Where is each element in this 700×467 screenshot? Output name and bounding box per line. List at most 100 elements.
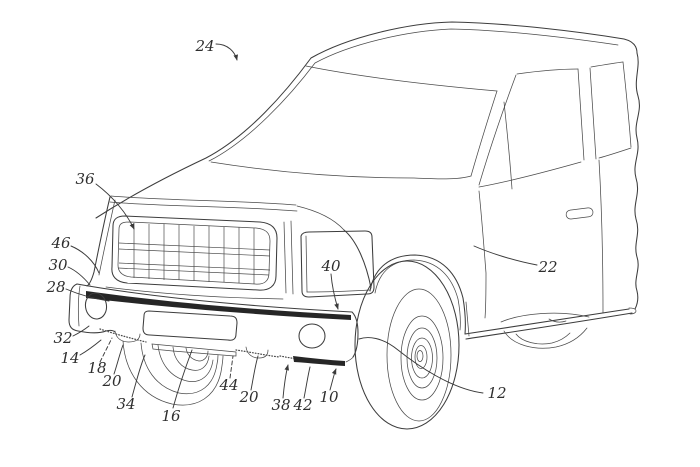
hood-to-headlight-edge [296,205,345,231]
ref-label-30: 30 [48,256,68,274]
grille-side-trim-1 [283,221,287,294]
headlight-outline [300,230,375,298]
grille-vertical-bars [133,223,255,284]
ref-label-18: 18 [87,359,106,377]
ref-label-32: 32 [53,329,72,347]
vent-window-divider [503,101,513,190]
ref-label-16: 16 [161,407,181,425]
ref-label-38: 38 [271,396,290,414]
grille-side-trim-2 [290,220,294,295]
stipple-mid [235,349,280,358]
bumper-lower-edge-left [77,329,116,334]
leader-24 [215,43,239,61]
bumper-trim-strip [86,291,351,320]
grille-outer-frame [111,215,278,291]
cowl-hood-rear-edge [210,161,472,180]
ref-label-42: 42 [292,396,312,414]
ref-label-36: 36 [75,170,95,188]
rocker-lower-line [465,312,633,340]
windshield-glass-top-edge [305,65,498,92]
leader-22 [473,245,538,266]
front-corner-crease [98,199,116,276]
cab-silhouette [95,21,640,310]
front-fender-and-wheel [343,229,470,430]
leader-42 [303,366,311,399]
ref-label-12: 12 [487,384,506,402]
leader-34 [131,354,146,398]
front-hub-center [416,350,424,362]
reference-numerals: 24 36 46 30 28 32 14 18 20 34 16 44 20 3… [45,37,557,425]
door-handle [565,207,594,220]
door-front-cutline [478,190,487,319]
front-rim-ring-1 [406,327,438,389]
far-side-wheel-arcs [122,340,224,406]
flap-right [245,346,269,359]
grille-horizontal-bands [117,242,271,276]
front-rim-ring-2 [411,337,433,379]
ref-label-14: 14 [60,349,79,367]
ref-label-20-right: 20 [238,388,259,406]
leader-38 [282,364,290,399]
door-rear-cutline [598,159,604,314]
b-pillar-front-line [577,68,585,161]
wheel-arch-inner [374,259,461,331]
rocker-and-rear-wheel [464,307,637,349]
far-apillar-inner [470,90,498,177]
quarter-window-rear-edge [622,61,632,148]
bed-break-wavy-edge [634,52,640,310]
bumper-right-end-cap [351,311,359,358]
hood-front [86,195,345,287]
bumper-top-edge [76,283,353,313]
apillar-inner-line [208,28,619,162]
ref-label-44: 44 [218,376,238,394]
cab-side [478,61,632,319]
air-dam-dark-strip [293,356,345,366]
front-tire-face [386,288,452,422]
roof-side-rail-rear [590,61,624,68]
bumper-lower-edge-right [345,355,355,363]
rocker-end-cap [628,307,637,315]
windshield [210,65,517,186]
leader-40 [330,273,339,310]
hood-front-edge-upper [110,195,297,206]
grille-bezel-bottom [105,286,284,300]
beltline-rear [598,147,632,159]
right-fog-lamp [298,323,326,349]
flap-left [114,330,141,343]
stipple-left [99,328,147,343]
hood-apillar-roof-outline [95,21,638,219]
leader-10 [329,368,337,391]
bumper-left-end-cap [68,283,79,332]
ref-label-28: 28 [45,278,65,296]
left-fog-lamp [84,292,108,320]
license-plate-recess [142,310,238,341]
beltline-front [478,161,582,188]
front-bumper [68,283,359,406]
grille [105,215,294,300]
ref-label-40: 40 [320,257,341,275]
wheel-arch-outer [369,254,466,335]
ref-label-22: 22 [537,258,557,276]
b-pillar-rear-line [589,67,597,160]
bumper-left-end-inner [77,285,81,327]
headlight [300,230,375,298]
leader-46 [70,245,100,274]
front-hub [414,345,428,369]
air-dam [99,328,345,366]
leader-30 [67,266,91,286]
far-apillar-outer [478,74,517,186]
leader-18 [99,337,113,363]
leader-44 [229,355,234,379]
ref-label-20-left: 20 [101,372,122,390]
rear-hub-arc [548,318,567,323]
rocker-upper-line [464,308,630,335]
rear-tire-inner-arc [515,332,571,345]
ref-label-10: 10 [319,388,339,406]
leader-36 [95,183,135,230]
leader-14 [79,339,102,356]
ref-label-46: 46 [50,234,71,252]
front-corner-face [86,196,111,287]
leader-16 [172,349,193,409]
fender-rear-lower-edge [465,301,470,337]
rear-wheel-arch [500,312,590,323]
